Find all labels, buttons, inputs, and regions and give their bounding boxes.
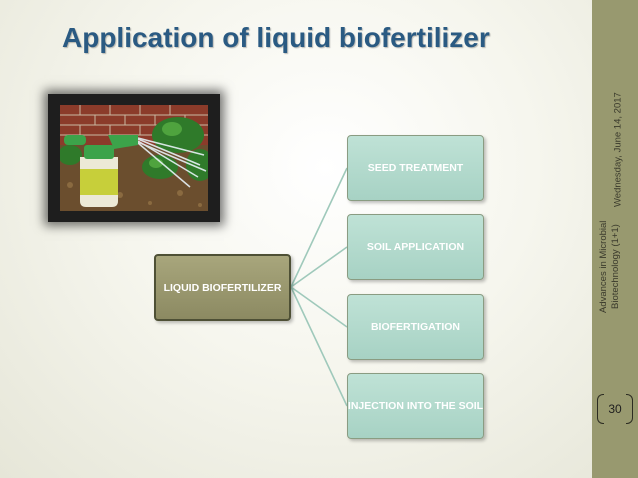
- page-number-badge: 30: [597, 392, 633, 426]
- page-number: 30: [608, 402, 622, 416]
- slide-date: Wednesday, June 14, 2017: [612, 92, 624, 208]
- garden-hose-photo: [48, 94, 220, 222]
- course-name: Advances in Microbial Biotechnology (1+1…: [598, 220, 621, 314]
- garden-hose-sprayer-icon: [60, 105, 208, 211]
- bracket-left-icon: [597, 394, 604, 424]
- bracket-right-icon: [626, 394, 633, 424]
- root-node-liquid-biofertilizer: LIQUID BIOFERTILIZER: [154, 254, 291, 321]
- connector-line: [290, 286, 348, 328]
- slide-title: Application of liquid biofertilizer: [62, 22, 490, 53]
- connector-line: [290, 286, 348, 407]
- child-node-injection-into-soil: INJECTION INTO THE SOIL: [347, 373, 484, 439]
- child-node-biofertigation: BIOFERTIGATION: [347, 294, 484, 360]
- slide-background: [0, 0, 592, 478]
- connector-line: [290, 167, 348, 288]
- child-node-soil-application: SOIL APPLICATION: [347, 214, 484, 280]
- diagram-connectors: [290, 167, 348, 407]
- connector-line: [290, 246, 348, 288]
- child-node-seed-treatment: SEED TREATMENT: [347, 135, 484, 201]
